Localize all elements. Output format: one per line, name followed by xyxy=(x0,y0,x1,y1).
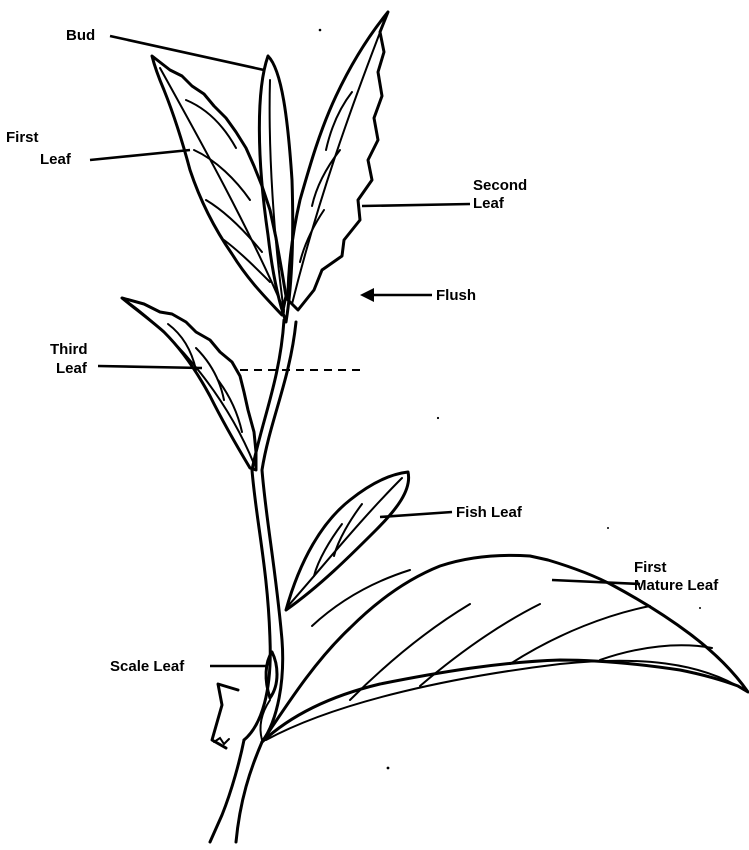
scale-leaf-label: Scale Leaf xyxy=(110,658,185,675)
fish-leaf-label: Fish Leaf xyxy=(456,504,523,521)
first-mature-leaf-label-line1: First xyxy=(634,559,667,576)
flush-label: Flush xyxy=(436,287,476,304)
leader-lines xyxy=(90,36,640,666)
second-leaf-label-line1: Second xyxy=(473,177,527,194)
flush-arrow xyxy=(360,288,432,302)
third-leaf-label-line1: Third xyxy=(50,341,88,358)
third-leaf xyxy=(122,298,256,470)
third-leaf-label-line2: Leaf xyxy=(56,360,88,377)
bud-label: Bud xyxy=(66,27,95,44)
fish-leaf xyxy=(286,472,409,610)
first-leaf-label-line1: First xyxy=(6,129,39,146)
first-leaf xyxy=(152,56,286,315)
first-leaf-label-line2: Leaf xyxy=(40,151,72,168)
first-leaf-leader xyxy=(90,150,190,160)
scan-specks xyxy=(319,29,701,770)
second-leaf xyxy=(288,12,388,310)
bud-leader xyxy=(110,36,264,70)
second-leaf-leader xyxy=(362,204,470,206)
first-mature-leaf-label-line2: Mature Leaf xyxy=(634,577,719,594)
third-leaf-leader xyxy=(98,366,202,368)
second-leaf-label-line2: Leaf xyxy=(473,195,505,212)
first-mature-leaf-leader xyxy=(552,580,640,584)
labels: Bud First Leaf Second Leaf Flush Third L… xyxy=(6,27,719,675)
